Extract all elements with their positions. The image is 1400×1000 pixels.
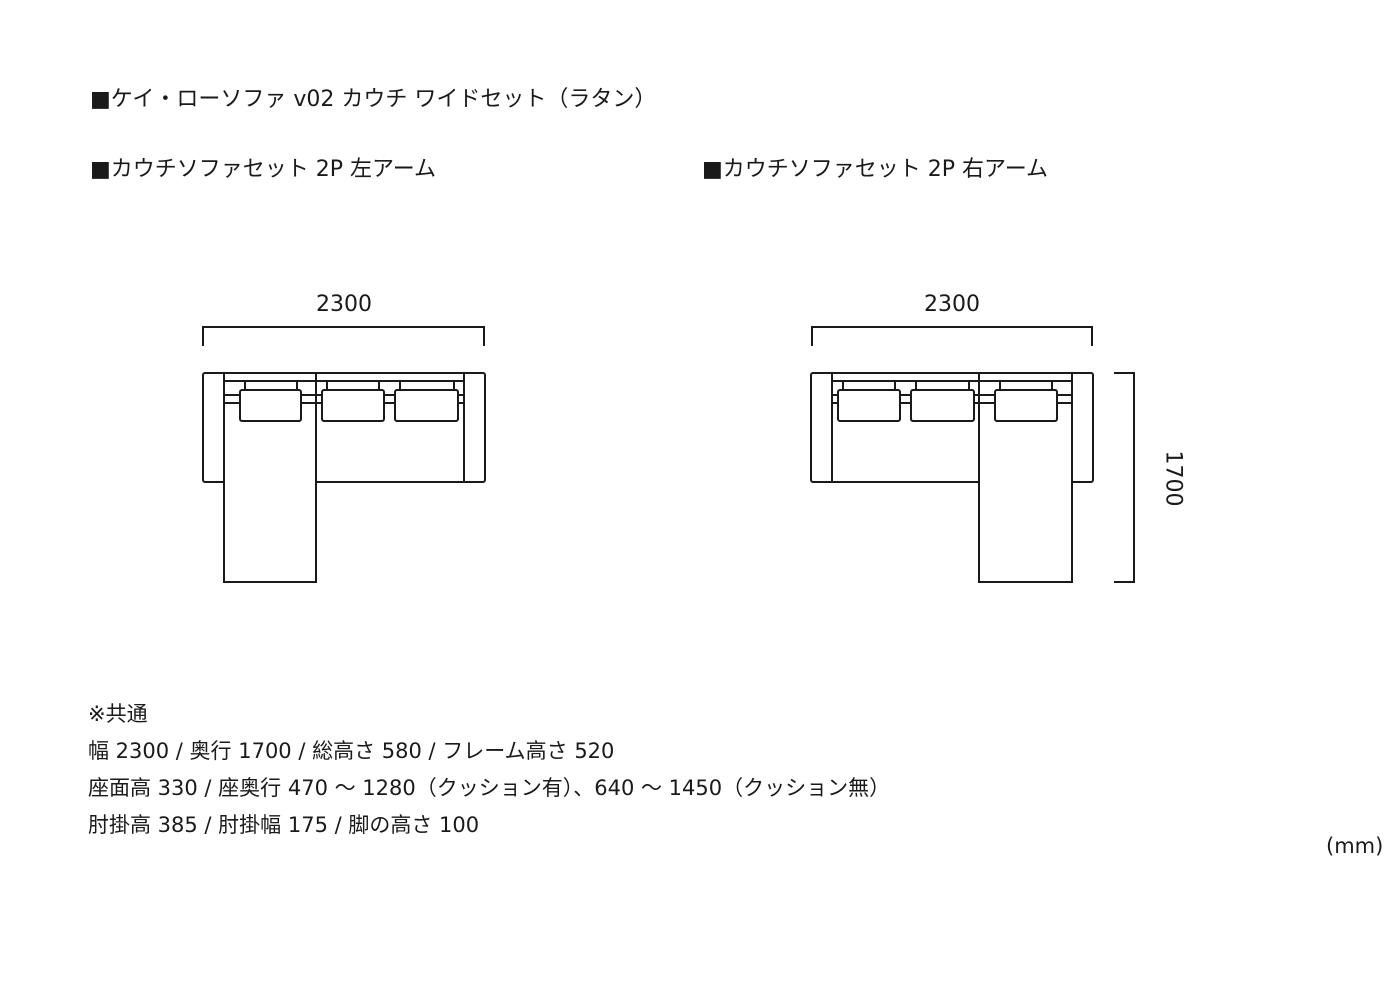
left-width-dimension: 2300 (316, 292, 372, 317)
right-arm-sofa-plan (810, 326, 1135, 583)
back-cushion (994, 389, 1058, 422)
back-cushion (837, 389, 901, 422)
back-cushion (239, 389, 302, 422)
right-arm-set-heading: ■カウチソファセット 2P 右アーム (702, 157, 1049, 182)
specifications: ※共通 幅 2300 / 奥行 1700 / 総高さ 580 / フレーム高さ … (88, 696, 890, 844)
frame-outline (202, 372, 486, 483)
spec-line: 座面高 330 / 座奥行 470 〜 1280（クッション有）、640 〜 1… (88, 776, 891, 800)
spec-line: 幅 2300 / 奥行 1700 / 総高さ 580 / フレーム高さ 520 (88, 739, 615, 763)
right-width-dimension: 2300 (924, 292, 980, 317)
left-arm-sofa-plan (202, 326, 486, 583)
frame-outline (810, 372, 1094, 483)
left-arm-set-heading: ■カウチソファセット 2P 左アーム (90, 157, 437, 182)
depth-bracket (1114, 372, 1135, 583)
page-title: ■ケイ・ローソファ v02 カウチ ワイドセット（ラタン） (90, 87, 657, 112)
width-bracket (202, 326, 485, 346)
unit-label: (mm) (1326, 834, 1384, 858)
back-cushion (910, 389, 975, 422)
back-cushion (321, 389, 385, 422)
spec-heading: ※共通 (88, 702, 148, 726)
back-cushion (394, 389, 459, 422)
width-bracket (811, 326, 1093, 346)
spec-line: 肘掛高 385 / 肘掛幅 175 / 脚の高さ 100 (88, 813, 480, 837)
